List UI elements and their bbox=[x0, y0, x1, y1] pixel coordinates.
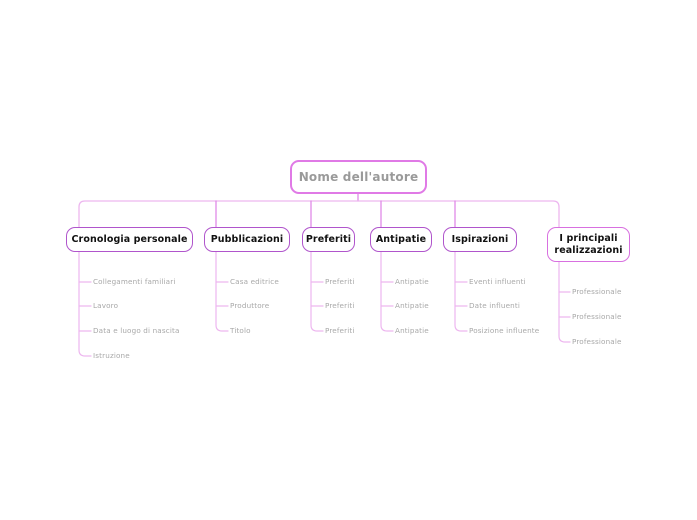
branch-node-i-principali-realizzazioni-label: I principali realizzazioni bbox=[554, 233, 623, 256]
branch-node-i-principali-realizzazioni[interactable]: I principali realizzazioni bbox=[547, 227, 630, 262]
leaf-item[interactable]: Antipatie bbox=[395, 277, 429, 286]
leaf-item[interactable]: Preferiti bbox=[325, 277, 355, 286]
leaf-item[interactable]: Data e luogo di nascita bbox=[93, 326, 180, 335]
root-node-label: Nome dell'autore bbox=[298, 169, 419, 184]
connector-line bbox=[215, 251, 229, 332]
branch-node-pubblicazioni-label: Pubblicazioni bbox=[210, 233, 284, 245]
branch-node-preferiti-label: Preferiti bbox=[305, 233, 352, 245]
leaf-item[interactable]: Antipatie bbox=[395, 326, 429, 335]
leaf-item[interactable]: Professionale bbox=[572, 337, 622, 346]
root-node[interactable]: Nome dell'autore bbox=[290, 160, 427, 194]
branch-node-cronologia-personale-label: Cronologia personale bbox=[71, 233, 188, 245]
leaf-item[interactable]: Eventi influenti bbox=[469, 277, 526, 286]
leaf-item[interactable]: Posizione influente bbox=[469, 326, 540, 335]
connector-line bbox=[78, 251, 92, 357]
branch-node-cronologia-personale[interactable]: Cronologia personale bbox=[66, 227, 193, 252]
leaf-item[interactable]: Titolo bbox=[230, 326, 251, 335]
connector-line bbox=[78, 200, 560, 228]
leaf-item[interactable]: Antipatie bbox=[395, 301, 429, 310]
branch-node-pubblicazioni[interactable]: Pubblicazioni bbox=[204, 227, 290, 252]
branch-node-antipatie-label: Antipatie bbox=[375, 233, 427, 245]
leaf-item[interactable]: Istruzione bbox=[93, 351, 130, 360]
leaf-item[interactable]: Professionale bbox=[572, 287, 622, 296]
leaf-item[interactable]: Preferiti bbox=[325, 301, 355, 310]
branch-node-ispirazioni-label: Ispirazioni bbox=[451, 233, 509, 245]
connector-line bbox=[558, 261, 571, 343]
branch-node-antipatie[interactable]: Antipatie bbox=[370, 227, 432, 252]
leaf-item[interactable]: Casa editrice bbox=[230, 277, 279, 286]
leaf-item[interactable]: Collegamenti familiari bbox=[93, 277, 176, 286]
connector-line bbox=[310, 251, 324, 332]
leaf-item[interactable]: Lavoro bbox=[93, 301, 119, 310]
connector-line bbox=[454, 251, 468, 332]
branch-node-preferiti[interactable]: Preferiti bbox=[302, 227, 355, 252]
leaf-item[interactable]: Professionale bbox=[572, 312, 622, 321]
leaf-item[interactable]: Produttore bbox=[230, 301, 270, 310]
leaf-item[interactable]: Date influenti bbox=[469, 301, 520, 310]
connector-line bbox=[380, 251, 394, 332]
leaf-item[interactable]: Preferiti bbox=[325, 326, 355, 335]
branch-node-ispirazioni[interactable]: Ispirazioni bbox=[443, 227, 517, 252]
